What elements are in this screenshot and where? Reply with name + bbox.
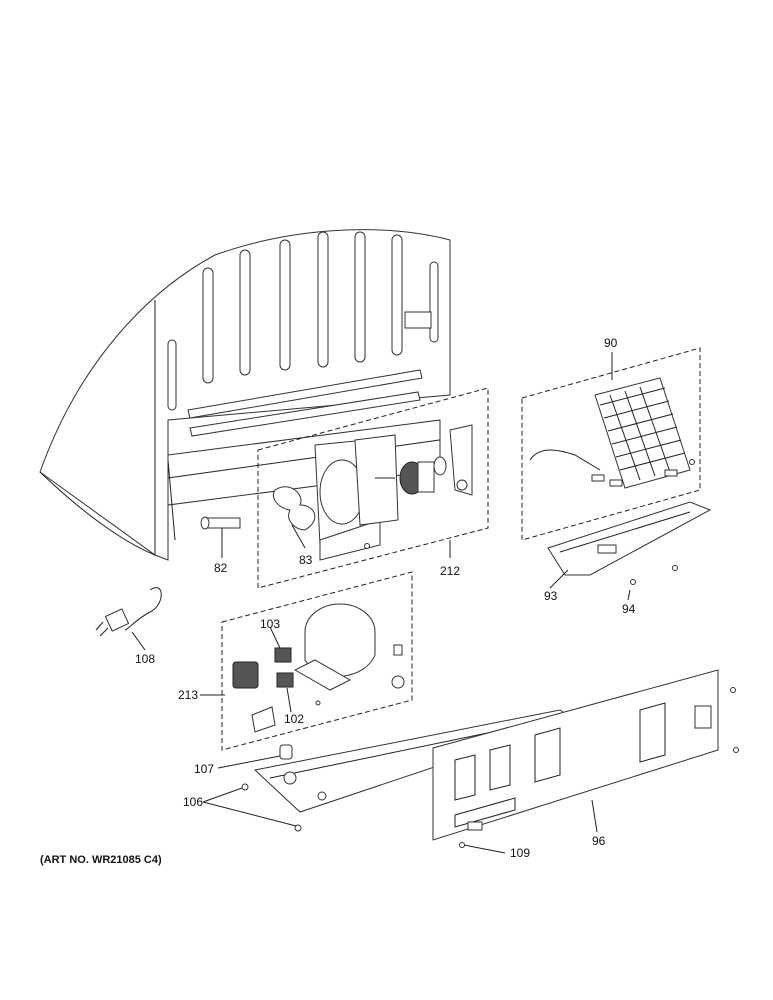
- callout-213: 213: [178, 688, 198, 702]
- condenser-fan-assembly-box: [257, 387, 489, 589]
- screw-106-part[interactable]: [241, 783, 302, 832]
- callout-102: 102: [284, 712, 304, 726]
- leader-lines: [131, 352, 631, 854]
- compressor-assembly[interactable]: [232, 603, 405, 733]
- callout-90: 90: [604, 336, 618, 350]
- evaporator-part[interactable]: [529, 377, 695, 489]
- callout-106: 106: [183, 795, 203, 809]
- callout-107: 107: [194, 762, 214, 776]
- drain-tube-part[interactable]: [200, 516, 241, 555]
- callout-212: 212: [440, 564, 460, 578]
- condenser-fan-assembly[interactable]: [273, 424, 473, 561]
- art-number: (ART NO. WR21085 C4): [40, 854, 162, 866]
- drain-pan-part[interactable]: [547, 501, 712, 585]
- callout-109: 109: [510, 846, 530, 860]
- screw-109-part[interactable]: [459, 842, 465, 848]
- callout-94: 94: [622, 602, 636, 616]
- callout-108: 108: [135, 652, 155, 666]
- callout-103: 103: [260, 617, 280, 631]
- callout-83: 83: [299, 553, 313, 567]
- rear-access-cover-part[interactable]: [432, 669, 719, 841]
- callout-96: 96: [592, 834, 606, 848]
- callout-93: 93: [544, 589, 558, 603]
- evaporator-box: [521, 347, 701, 541]
- callout-82: 82: [214, 561, 228, 575]
- grommet-part[interactable]: [279, 744, 293, 760]
- power-cord-part[interactable]: [95, 587, 162, 637]
- compressor-assembly-box: [221, 571, 413, 751]
